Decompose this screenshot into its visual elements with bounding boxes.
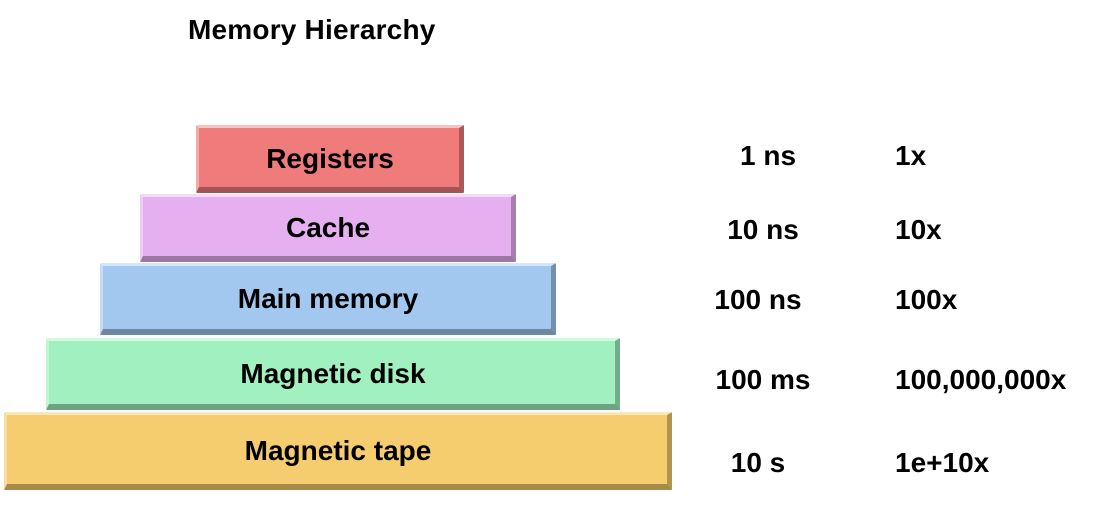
level-registers: Registers xyxy=(196,125,464,193)
level-label: Magnetic tape xyxy=(244,435,432,466)
relative-factor: 1e+10x xyxy=(895,447,990,478)
level-label: Main memory xyxy=(237,283,419,314)
access-time: 10 s xyxy=(730,447,786,478)
level-label: Cache xyxy=(285,212,371,243)
level-label: Registers xyxy=(266,143,394,174)
level-magnetic-disk: Magnetic disk xyxy=(46,338,620,410)
relative-factor: 10x xyxy=(895,214,942,245)
relative-factor: 100,000,000x xyxy=(895,364,1067,395)
access-time: 1 ns xyxy=(739,140,797,171)
diagram-title: Memory Hierarchy xyxy=(188,14,436,45)
relative-factor: 1x xyxy=(895,140,927,171)
access-time: 10 ns xyxy=(727,214,799,245)
level-label: Magnetic disk xyxy=(240,358,426,389)
access-time: 100 ms xyxy=(715,364,811,395)
level-cache: Cache xyxy=(140,194,516,262)
level-magnetic-tape: Magnetic tape xyxy=(4,412,672,490)
access-time: 100 ns xyxy=(714,284,802,315)
relative-factor: 100x xyxy=(895,284,958,315)
level-main-memory: Main memory xyxy=(100,263,556,335)
